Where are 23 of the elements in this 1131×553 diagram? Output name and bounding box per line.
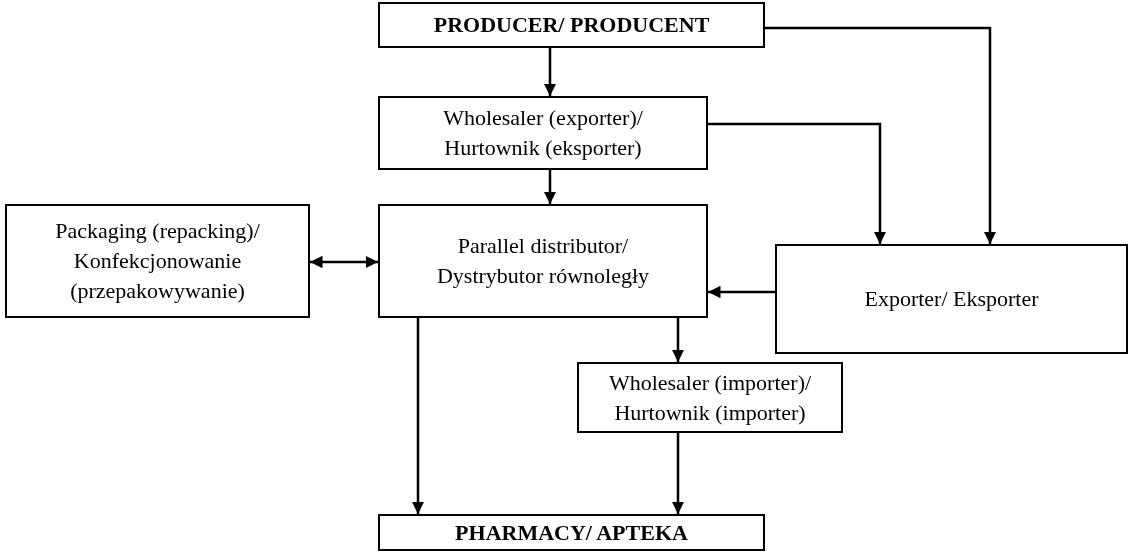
arrow xyxy=(671,318,685,362)
box-label: Packaging (repacking)/ Konfekcjonowanie (przepakowywanie) xyxy=(54,217,261,305)
arrow xyxy=(411,318,425,514)
arrow xyxy=(708,122,887,244)
process-box xyxy=(378,204,708,318)
box-label: Wholesaler (exporter)/ Hurtownik (eksporter) xyxy=(442,104,644,162)
box-label: PRODUCER/ PRODUCENT xyxy=(433,11,710,40)
process-box xyxy=(378,514,765,551)
arrow xyxy=(671,433,685,514)
process-box xyxy=(5,204,310,318)
arrow xyxy=(543,170,557,204)
box-label: Exporter/ Eksporter xyxy=(864,285,1039,314)
arrow xyxy=(543,48,557,96)
process-box xyxy=(775,244,1128,354)
arrow xyxy=(765,26,997,244)
arrow xyxy=(708,285,775,299)
process-box xyxy=(577,362,843,433)
box-label: Wholesaler (importer)/ Hurtownik (importer) xyxy=(607,368,813,427)
process-box xyxy=(378,96,708,170)
box-label: PHARMACY/ APTEKA xyxy=(455,518,688,547)
process-box xyxy=(378,2,765,48)
arrow xyxy=(310,255,378,269)
box-label: Parallel distributor/ Dystrybutor równoległy xyxy=(436,232,650,290)
